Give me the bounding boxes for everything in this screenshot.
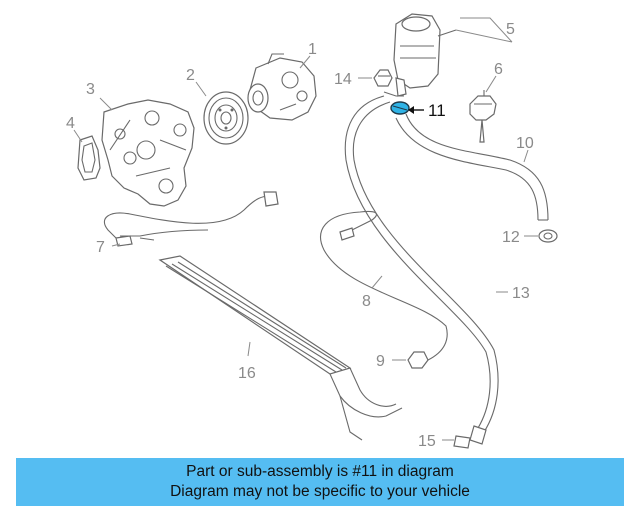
caption-line-1: Part or sub-assembly is #11 in diagram (186, 463, 454, 480)
part-12-clamp (538, 229, 558, 243)
callout-14: 14 (334, 71, 352, 88)
callout-8: 8 (362, 293, 371, 310)
part-11-clamp (383, 91, 410, 115)
caption-banner: Part or sub-assembly is #11 in diagram D… (16, 458, 624, 506)
part-1-pump (247, 53, 317, 121)
callout-3: 3 (86, 81, 95, 98)
callout-11: 11 (428, 101, 446, 120)
callout-6: 6 (494, 61, 503, 78)
parts-diagram: 1 2 3 4 5 6 7 8 9 10 11 12 13 14 15 16 (66, 13, 558, 450)
callout-2: 2 (186, 67, 195, 84)
caption-line-2: Diagram may not be specific to your vehi… (170, 483, 470, 500)
part-3-bracket (101, 99, 195, 207)
part-15-fitting (453, 435, 471, 449)
leader-lines (73, 17, 538, 441)
callout-5: 5 (506, 21, 515, 38)
callout-15: 15 (418, 433, 436, 450)
part-4-gasket (77, 135, 101, 181)
callout-16: 16 (238, 365, 256, 382)
callout-4: 4 (66, 115, 75, 132)
callout-1: 1 (308, 41, 317, 58)
callout-9: 9 (376, 353, 385, 370)
part-8-hose (320, 210, 448, 361)
callout-12: 12 (502, 229, 520, 246)
part-16-cooler (158, 255, 403, 441)
part-10-hose (395, 113, 549, 221)
part-14-cap (373, 69, 393, 87)
part-7-line (103, 191, 279, 247)
part-5-reservoir (393, 13, 457, 97)
callout-10: 10 (516, 135, 534, 152)
part-13-hose (344, 95, 499, 445)
part-2-pulley (203, 91, 249, 145)
callout-7: 7 (96, 239, 105, 256)
callout-13: 13 (512, 285, 530, 302)
part-6-cap (469, 90, 497, 143)
part-9-clamp (407, 351, 429, 369)
